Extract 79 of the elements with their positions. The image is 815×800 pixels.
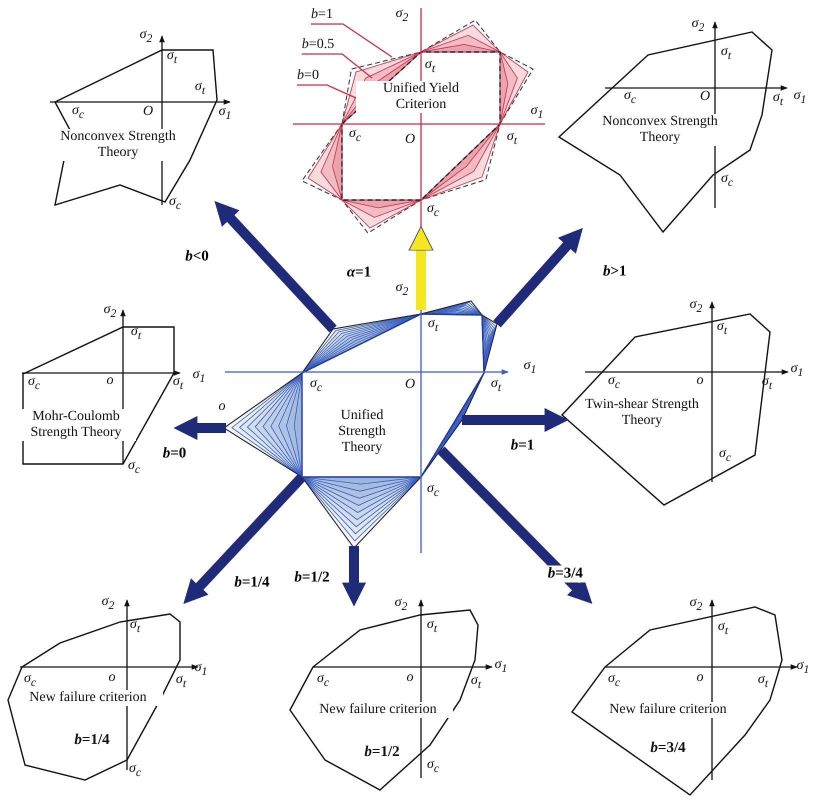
axis-label: σ$_{1}$ xyxy=(530,103,544,121)
axis-label: σ$_{t}$ xyxy=(470,673,482,691)
curve-label: b=0.5 xyxy=(302,37,334,53)
axis-label: σ$_{t}$ xyxy=(716,319,728,337)
axis-label: σ$_{c}$ xyxy=(608,373,620,391)
axis-label: O xyxy=(404,377,416,393)
axis-label: σ$_{t}$ xyxy=(720,44,732,62)
axis-label: σ$_{1}$ xyxy=(796,658,810,676)
block-arrow xyxy=(173,416,226,440)
axis-label: σ$_{c}$ xyxy=(128,458,140,476)
axis-label: σ$_{t}$ xyxy=(194,79,206,97)
block-arrow xyxy=(493,228,583,328)
theory-name: Twin-shear Strength Theory xyxy=(582,397,702,429)
axis-label: O xyxy=(404,132,416,148)
axis-label: o xyxy=(406,670,414,686)
block-arrow xyxy=(342,546,366,607)
axis-label: σ$_{t}$ xyxy=(130,617,140,635)
leader-line xyxy=(297,84,356,99)
axis-label: σ$_{2}$ xyxy=(140,27,152,45)
axis-label: σ$_{t}$ xyxy=(506,129,518,147)
block-arrow xyxy=(437,446,592,604)
theory-name: Nonconvex Strength Theory xyxy=(600,114,720,146)
curve-label: b=1 xyxy=(311,7,333,23)
axis-label: σ$_{c}$ xyxy=(168,194,182,212)
axis-label: o xyxy=(696,373,704,389)
axis-label: σ$_{t}$ xyxy=(130,324,142,342)
axis-label: O xyxy=(142,104,154,120)
axis-label: σ$_{c}$ xyxy=(28,374,40,392)
axis-label: σ$_{c}$ xyxy=(72,103,84,121)
axis-label: σ$_{2}$ xyxy=(394,595,408,613)
axis-label: σ$_{t}$ xyxy=(426,617,438,635)
axis-label: σ$_{c}$ xyxy=(608,671,620,689)
axis-label: σ$_{1}$ xyxy=(794,88,806,106)
axis-label: σ$_{t}$ xyxy=(758,672,768,690)
curve-label: b=0 xyxy=(297,68,319,84)
axis-label: o xyxy=(696,670,704,686)
axis-label: σ$_{c}$ xyxy=(426,201,440,219)
edge-label: b=3/4 xyxy=(546,565,585,582)
block-arrow xyxy=(214,200,337,332)
axis-label: σ$_{c}$ xyxy=(310,376,322,394)
block-arrow xyxy=(408,226,434,310)
axis-label: σ$_{2}$ xyxy=(396,280,408,298)
axis-label: σ$_{2}$ xyxy=(692,16,704,34)
axis-label: σ$_{t}$ xyxy=(172,374,184,392)
axis-label: σ$_{c}$ xyxy=(348,126,362,144)
axis-label: σ$_{c}$ xyxy=(426,757,440,775)
axis-label: σ$_{t}$ xyxy=(772,90,784,108)
axis-label: σ$_{t}$ xyxy=(428,316,438,334)
block-arrow xyxy=(183,474,306,604)
axis-label: σ$_{2}$ xyxy=(104,302,116,320)
axis-label: σ$_{c}$ xyxy=(128,761,142,779)
axis-label: σ$_{1}$ xyxy=(494,657,508,675)
axis-label: σ$_{t}$ xyxy=(490,376,502,394)
axis-label: o xyxy=(108,670,116,686)
axis-label: σ$_{t}$ xyxy=(166,48,178,66)
axis-label: σ$_{t}$ xyxy=(718,619,728,637)
axis-label: σ$_{t}$ xyxy=(424,57,436,75)
axis-label: σ$_{t}$ xyxy=(176,672,186,690)
axis-label: σ$_{1}$ xyxy=(192,367,206,385)
axis-label: σ$_{c}$ xyxy=(624,88,636,106)
leader-line xyxy=(302,53,372,78)
theory-name: Nonconvex Strength Theory xyxy=(58,129,178,161)
block-arrow xyxy=(462,408,569,432)
axis-label: σ$_{1}$ xyxy=(218,104,232,122)
axis-label: o xyxy=(106,373,114,389)
leader-line xyxy=(311,23,392,58)
axis-label: σ$_{2}$ xyxy=(690,595,702,613)
axis-label: σ$_{2}$ xyxy=(396,6,408,24)
axis-label: σ$_{c}$ xyxy=(720,171,734,189)
axis-label: σ$_{c}$ xyxy=(718,446,732,464)
axis-label: σ$_{2}$ xyxy=(690,297,702,315)
axis-label: o xyxy=(218,399,226,415)
axis-label: O xyxy=(700,89,710,105)
axis-label: σ$_{2}$ xyxy=(102,594,114,612)
axis-label: σ$_{1}$ xyxy=(790,361,804,379)
axis-label: σ$_{c}$ xyxy=(426,481,440,499)
axis-label: σ$_{c}$ xyxy=(24,671,36,689)
axis-label: σ$_{c}$ xyxy=(316,671,330,689)
axis-label: σ$_{1}$ xyxy=(524,358,536,376)
